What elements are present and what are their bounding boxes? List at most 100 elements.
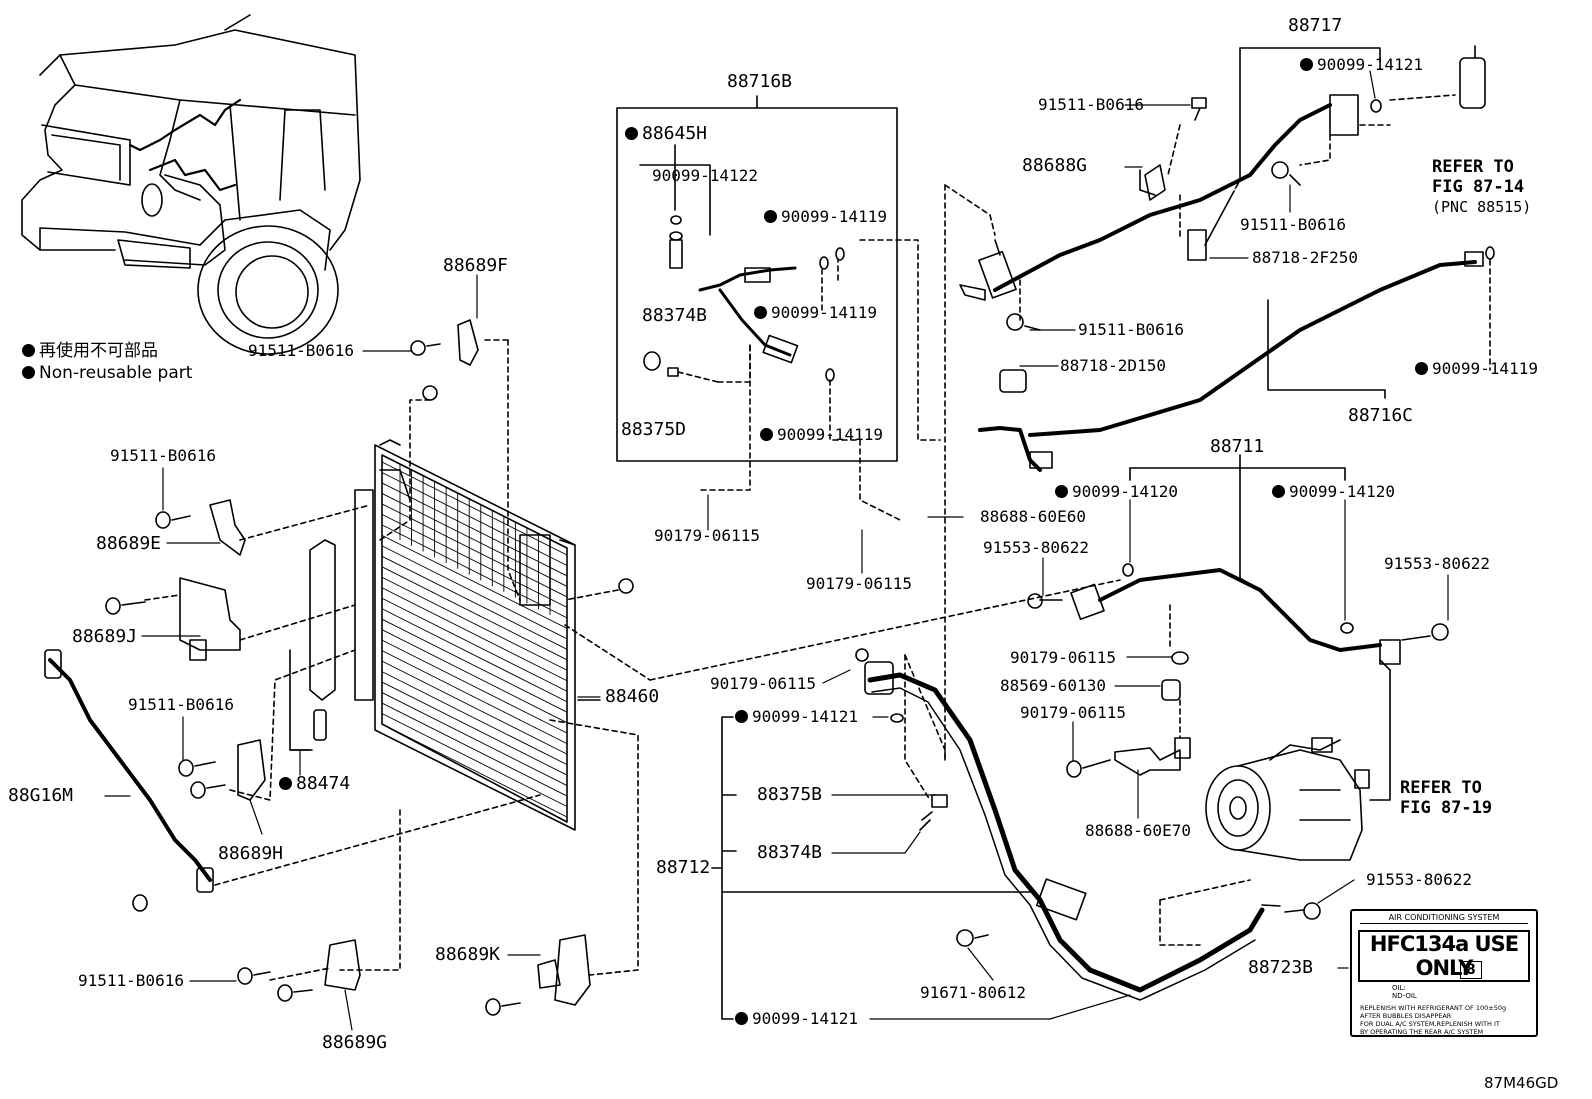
part-90179-06115-e[interactable]: 90179-06115 — [1020, 703, 1126, 722]
part-88569-60130[interactable]: 88569-60130 — [1000, 676, 1106, 695]
part-88716C[interactable]: 88716C — [1348, 405, 1414, 426]
non-reusable-dot-icon — [625, 127, 638, 140]
condenser-fin-line — [381, 566, 568, 661]
condenser-fin-line — [381, 618, 568, 713]
condenser-fin-line — [381, 629, 568, 724]
part-88645H[interactable]: 88645H — [625, 124, 707, 144]
part-90099-14121-top[interactable]: 90099-14121 — [1300, 56, 1423, 74]
part-88688-60E70[interactable]: 88688-60E70 — [1085, 821, 1191, 840]
part-88712[interactable]: 88712 — [656, 857, 711, 878]
sticker-fine-3: FOR DUAL A/C SYSTEM,REPLENISH WITH IT — [1360, 1020, 1500, 1028]
condenser-fin-line — [381, 681, 568, 776]
non-reusable-dot-icon — [22, 344, 35, 357]
part-90099-14122[interactable]: 90099-14122 — [652, 166, 758, 185]
part-91511-B0616-top[interactable]: 91511-B0616 — [1038, 95, 1144, 114]
non-reusable-dot-icon — [1272, 485, 1285, 498]
part-88716B[interactable]: 88716B — [727, 71, 793, 92]
part-91511-B0616-r[interactable]: 91511-B0616 — [1078, 320, 1184, 339]
part-88689F[interactable]: 88689F — [443, 255, 509, 276]
part-90099-14121-bottom[interactable]: 90099-14121 — [735, 1010, 858, 1028]
part-88G16M[interactable]: 88G16M — [8, 785, 74, 806]
condenser-fin-line — [381, 534, 568, 629]
part-90179-06115-b[interactable]: 90179-06115 — [806, 574, 912, 593]
condenser-fin-line — [381, 472, 568, 566]
non-reusable-dot-icon — [764, 210, 777, 223]
non-reusable-dot-icon — [1415, 362, 1428, 375]
part-91511-B0616-l1[interactable]: 91511-B0616 — [248, 341, 354, 360]
diagram-code: 87M46GD — [1484, 1074, 1559, 1092]
part-88688-60E60[interactable]: 88688-60E60 — [980, 507, 1086, 526]
part-90099-14119-b[interactable]: 90099-14119 — [754, 304, 877, 322]
part-90099-14119-c[interactable]: 90099-14119 — [760, 426, 883, 444]
condenser-fin-line — [381, 576, 568, 671]
sticker-oil-line2: ND-OIL — [1392, 992, 1417, 1000]
refer-fig-87-19[interactable]: REFER TO FIG 87-19 — [1400, 778, 1493, 818]
non-reusable-dot-icon — [735, 710, 748, 723]
part-91553-80622-a[interactable]: 91553-80622 — [983, 538, 1089, 557]
condenser-fin-line — [381, 587, 568, 682]
legend: 再使用不可部品 Non-reusable part — [22, 340, 192, 384]
part-88689E[interactable]: 88689E — [96, 533, 162, 554]
legend-en: Non-reusable part — [39, 363, 193, 383]
refrigerant-label-sticker[interactable]: AIR CONDITIONING SYSTEM HFC134a USE ONLY… — [1350, 909, 1538, 1037]
condenser-fin-line — [381, 493, 568, 587]
part-91511-B0616-l2[interactable]: 91511-B0616 — [110, 446, 216, 465]
part-90099-14119-d[interactable]: 90099-14119 — [1415, 360, 1538, 378]
part-88688G[interactable]: 88688G — [1022, 155, 1088, 176]
part-88460[interactable]: 88460 — [605, 686, 660, 707]
part-91553-80622-c[interactable]: 91553-80622 — [1366, 870, 1472, 889]
part-88689G[interactable]: 88689G — [322, 1032, 388, 1053]
part-88374B-b[interactable]: 88374B — [757, 842, 823, 863]
part-88374B-a[interactable]: 88374B — [642, 305, 708, 326]
condenser-fin-line — [381, 723, 568, 818]
part-88723B[interactable]: 88723B — [1248, 957, 1314, 978]
part-88717[interactable]: 88717 — [1288, 15, 1343, 36]
condenser-fin-line — [381, 713, 568, 807]
condenser-fin-line — [381, 524, 568, 619]
condenser-illustration — [354, 439, 576, 831]
part-91511-B0616-l3[interactable]: 91511-B0616 — [128, 695, 234, 714]
88716B-group-box — [616, 107, 898, 462]
part-90099-14121-mid[interactable]: 90099-14121 — [735, 708, 858, 726]
part-90179-06115-d[interactable]: 90179-06115 — [710, 674, 816, 693]
sticker-main-text: HFC134a USE ONLY — [1358, 930, 1530, 982]
part-88718-2F250[interactable]: 88718-2F250 — [1252, 248, 1358, 267]
non-reusable-dot-icon — [735, 1012, 748, 1025]
condenser-fin-line — [381, 650, 568, 745]
part-88375B[interactable]: 88375B — [757, 784, 823, 805]
part-90179-06115-a[interactable]: 90179-06115 — [654, 526, 760, 545]
sticker-oil-line1: OIL: — [1392, 984, 1406, 992]
non-reusable-dot-icon — [760, 428, 773, 441]
part-88689H[interactable]: 88689H — [218, 843, 284, 864]
part-88718-2D150[interactable]: 88718-2D150 — [1060, 356, 1166, 375]
non-reusable-dot-icon — [22, 366, 35, 379]
part-90099-14119-a[interactable]: 90099-14119 — [764, 208, 887, 226]
condenser-fin-line — [381, 513, 568, 608]
part-88689K[interactable]: 88689K — [435, 944, 501, 965]
condenser-fin-line — [381, 671, 568, 766]
part-91553-80622-b[interactable]: 91553-80622 — [1384, 554, 1490, 573]
part-91671-80612[interactable]: 91671-80612 — [920, 983, 1026, 1002]
part-88689J[interactable]: 88689J — [72, 626, 138, 647]
part-90099-14120-b[interactable]: 90099-14120 — [1272, 483, 1395, 501]
condenser-fin-line — [381, 660, 568, 755]
condenser-fin-line — [381, 702, 568, 797]
condenser-fin-line — [381, 503, 568, 598]
part-88375D[interactable]: 88375D — [621, 419, 687, 440]
sticker-fine-4: BY OPERATING THE REAR A/C SYSTEM — [1360, 1028, 1484, 1036]
condenser-fin-line — [381, 461, 568, 556]
non-reusable-dot-icon — [1055, 485, 1068, 498]
part-90179-06115-c[interactable]: 90179-06115 — [1010, 648, 1116, 667]
non-reusable-dot-icon — [279, 777, 292, 790]
refer-fig-87-14[interactable]: REFER TO FIG 87-14 (PNC 88515) — [1432, 157, 1532, 216]
part-91511-B0616-l4[interactable]: 91511-B0616 — [78, 971, 184, 990]
non-reusable-dot-icon — [754, 306, 767, 319]
condenser-fin-line — [381, 597, 568, 692]
condenser-fin-line — [381, 692, 568, 786]
part-88474[interactable]: 88474 — [279, 774, 350, 794]
part-88711[interactable]: 88711 — [1210, 436, 1265, 457]
sticker-fine-2: AFTER BUBBLES DISAPPEAR — [1360, 1012, 1452, 1020]
part-90099-14120-a[interactable]: 90099-14120 — [1055, 483, 1178, 501]
sticker-fine-1: REPLENISH WITH REFRIGERANT OF 100±50g — [1360, 1004, 1507, 1012]
part-91511-B0616-mid[interactable]: 91511-B0616 — [1240, 215, 1346, 234]
